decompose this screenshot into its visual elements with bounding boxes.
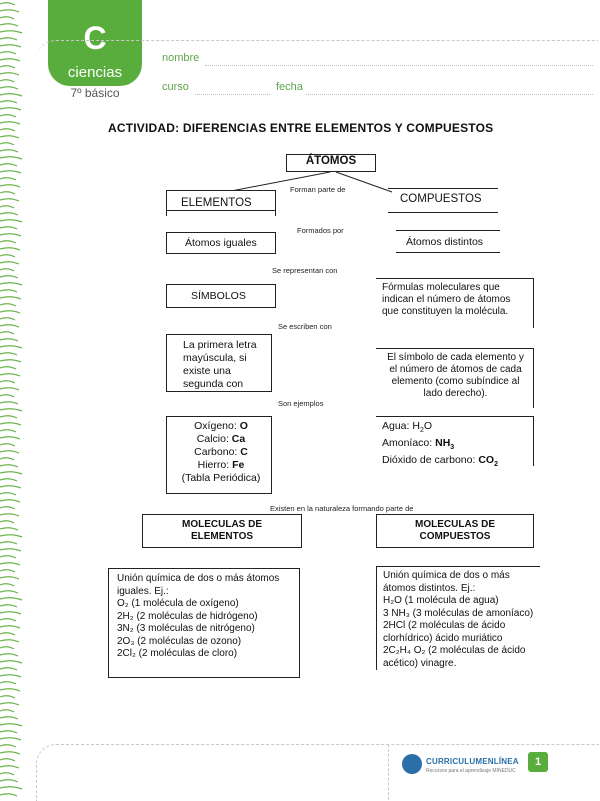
union-compuestos-intro: Unión química de dos o más átomos distin…	[383, 570, 510, 594]
node-primera-letra: La primera letra mayúscula, si existe un…	[166, 334, 272, 392]
logo-subject-name: ciencias	[67, 64, 123, 81]
node-union-compuestos: Unión química de dos o más átomos distin…	[376, 566, 540, 670]
node-atomos-iguales: Átomos iguales	[166, 232, 276, 254]
node-compuestos: COMPUESTOS	[400, 193, 482, 205]
logo-letter: C	[83, 20, 107, 56]
footer-frame	[36, 744, 599, 801]
node-union-elementos: Unión química de dos o más átomos iguale…	[108, 568, 300, 678]
moleculas-elementos-line1: MOLECULAS DE	[182, 519, 262, 530]
node-atomos: ÁTOMOS	[286, 154, 376, 172]
union-elementos-line: 2O₃ (2 moléculas de ozono)	[117, 635, 242, 647]
fecha-label: fecha	[276, 81, 303, 93]
union-elementos-line: 3N₂ (3 moléculas de nitrógeno)	[117, 623, 255, 634]
ejemplo-amoniaco: Amoníaco: NH3	[382, 437, 455, 452]
brand-subtitle: Recursos para el aprendizaje MINEDUC	[426, 768, 516, 774]
fecha-field[interactable]	[306, 93, 593, 95]
label-se-escriben: Se escriben con	[278, 322, 332, 331]
label-forman-parte: Forman parte de	[290, 185, 346, 194]
compuestos-underline	[388, 212, 498, 213]
elementos-underline	[166, 210, 276, 211]
union-elementos-line: 2Cl₂ (2 moléculas de cloro)	[117, 648, 238, 659]
distintos-underline	[396, 252, 500, 253]
label-formados-por: Formados por	[297, 226, 344, 235]
ejemplo-hierro: Hierro: Fe	[197, 459, 245, 471]
union-compuestos-line: 2C₂H₄ O₂ (2 moléculas de ácido acético) …	[383, 645, 526, 669]
node-ejemplos-compuestos: Agua: H2O Amoníaco: NH3 Dióxido de carbo…	[376, 416, 534, 468]
ejemplo-dioxido: Dióxido de carbono: CO2	[382, 454, 498, 469]
footer-divider	[388, 744, 389, 800]
label-se-representan: Se representan con	[272, 266, 338, 275]
nombre-label: nombre	[162, 52, 200, 64]
compuestos-topline	[388, 188, 498, 189]
curso-field[interactable]	[195, 93, 270, 95]
union-elementos-line: O₂ (1 molécula de oxígeno)	[117, 598, 239, 609]
moleculas-compuestos-line2: COMPUESTOS	[419, 531, 491, 542]
ejemplo-calcio: Calcio: Ca	[196, 433, 246, 445]
node-elementos: ELEMENTOS	[166, 190, 276, 216]
node-formulas: Fórmulas moleculares que indican el núme…	[376, 278, 534, 328]
subject-logo	[48, 0, 142, 86]
node-simbolos: SÍMBOLOS	[166, 284, 276, 308]
distintos-topline	[396, 230, 500, 231]
union-compuestos-line: 2HCl (2 moléculas de ácido clorhídrico) …	[383, 620, 506, 644]
nombre-field[interactable]	[205, 64, 593, 66]
node-ejemplos-elementos: Oxígeno: O Calcio: Ca Carbono: C Hierro:…	[166, 416, 272, 494]
union-elementos-line: 2H₂ (2 moléculas de hidrógeno)	[117, 610, 258, 622]
moleculas-elementos-line2: ELEMENTOS	[190, 531, 254, 542]
union-compuestos-line: H₂O (1 molécula de agua)	[383, 595, 499, 606]
node-simbolo-cada-elemento: El símbolo de cada elemento y el número …	[376, 348, 534, 408]
ejemplo-oxigeno: Oxígeno: O	[194, 420, 248, 432]
node-moleculas-elementos: MOLECULAS DE ELEMENTOS	[142, 514, 302, 548]
header-frame	[36, 40, 598, 111]
curriculum-logo-icon	[402, 754, 422, 774]
node-atomos-distintos: Átomos distintos	[406, 236, 484, 248]
activity-title: ACTIVIDAD: DIFERENCIAS ENTRE ELEMENTOS Y…	[108, 121, 494, 135]
ejemplo-agua: Agua: H2O	[382, 420, 433, 435]
ejemplo-carbono: Carbono: C	[194, 446, 248, 458]
label-son-ejemplos: Son ejemplos	[278, 399, 324, 408]
page-number: 1	[528, 752, 548, 772]
decorative-left-border	[0, 2, 23, 797]
brand-name: CURRICULUMENLÍNEA	[426, 757, 519, 766]
ejemplo-tabla-periodica: (Tabla Periódica)	[181, 472, 261, 484]
grade-label: 7º básico	[70, 86, 120, 100]
node-moleculas-compuestos: MOLECULAS DE COMPUESTOS	[376, 514, 534, 548]
union-compuestos-line: 3 NH₃ (3 moléculas de amoníaco)	[383, 607, 534, 619]
union-elementos-intro: Unión química de dos o más átomos iguale…	[117, 573, 280, 597]
moleculas-compuestos-line1: MOLECULAS DE	[415, 519, 495, 530]
curso-label: curso	[162, 81, 189, 93]
label-existen: Existen en la naturaleza formando parte …	[270, 504, 414, 513]
